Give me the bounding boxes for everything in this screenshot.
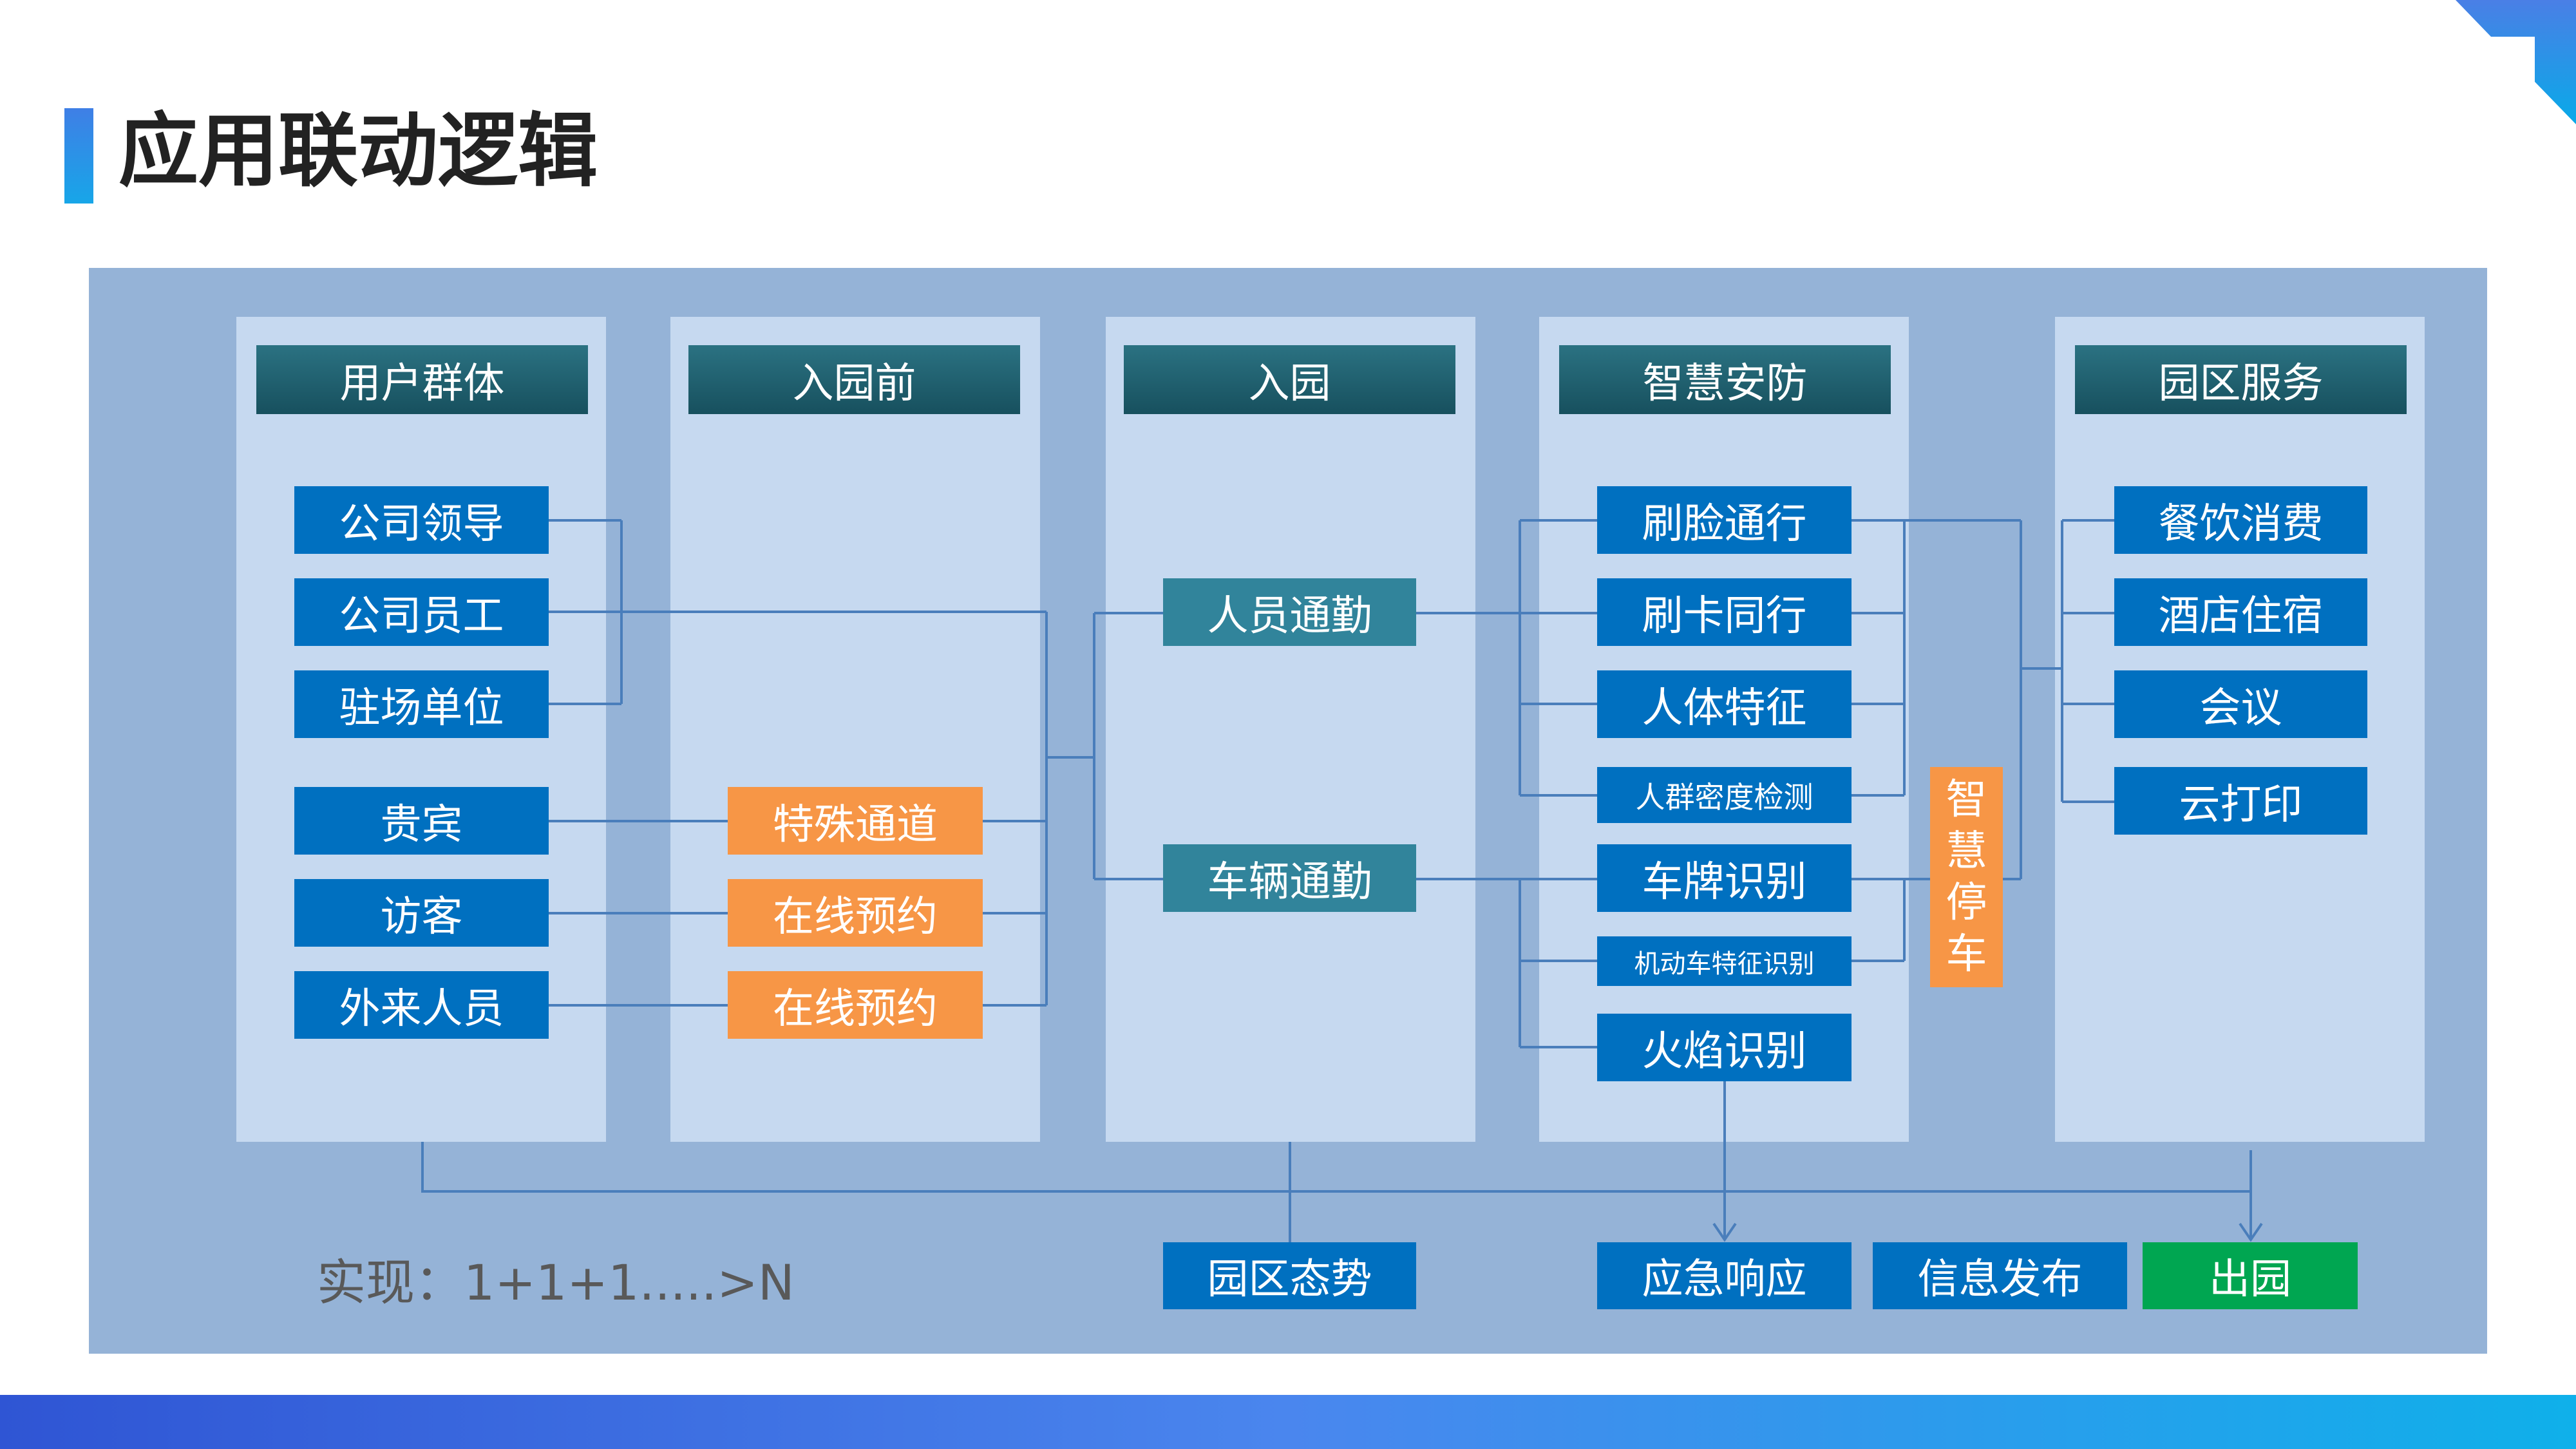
header-security: 智慧安防	[1559, 345, 1891, 414]
title-accent-bar	[64, 108, 93, 204]
header-entry: 入园	[1124, 345, 1455, 414]
header-users: 用户群体	[256, 345, 588, 414]
pre-online-booking: 在线预约	[728, 971, 983, 1039]
out-exit-park: 出园	[2143, 1242, 2358, 1309]
out-park-situation: 园区态势	[1163, 1242, 1416, 1309]
user-company-leader: 公司领导	[294, 486, 549, 554]
user-vip: 贵宾	[294, 787, 549, 855]
svc-dining: 餐饮消费	[2114, 486, 2367, 554]
sec-card-pass: 刷卡同行	[1597, 578, 1852, 646]
pre-online-booking: 在线预约	[728, 879, 983, 947]
svc-meeting: 会议	[2114, 670, 2367, 738]
sec-vehicle-feature: 机动车特征识别	[1597, 936, 1852, 986]
user-outsider: 外来人员	[294, 971, 549, 1039]
user-visitor: 访客	[294, 879, 549, 947]
user-company-staff: 公司员工	[294, 578, 549, 646]
sec-plate-recognition: 车牌识别	[1597, 844, 1852, 912]
pre-special-channel: 特殊通道	[728, 787, 983, 855]
entry-staff-commute: 人员通勤	[1163, 578, 1416, 646]
user-resident-unit: 驻场单位	[294, 670, 549, 738]
out-emergency-response: 应急响应	[1597, 1242, 1852, 1309]
svc-cloud-print: 云打印	[2114, 767, 2367, 835]
sec-face-pass: 刷脸通行	[1597, 486, 1852, 554]
svc-hotel: 酒店住宿	[2114, 578, 2367, 646]
sec-crowd-density: 人群密度检测	[1597, 767, 1852, 823]
entry-vehicle-commute: 车辆通勤	[1163, 844, 1416, 912]
page-title: 应用联动逻辑	[118, 105, 598, 198]
out-info-publish: 信息发布	[1873, 1242, 2127, 1309]
smart-parking: 智慧停车	[1930, 767, 2003, 987]
header-pre-entry: 入园前	[688, 345, 1020, 414]
note-text: 实现：1+1+1.....>N	[317, 1254, 795, 1311]
sec-fire-detection: 火焰识别	[1597, 1014, 1852, 1081]
sec-body-feature: 人体特征	[1597, 670, 1852, 738]
footer-gradient-bar	[0, 1395, 2576, 1449]
column-entry	[1106, 317, 1475, 1142]
header-services: 园区服务	[2075, 345, 2407, 414]
